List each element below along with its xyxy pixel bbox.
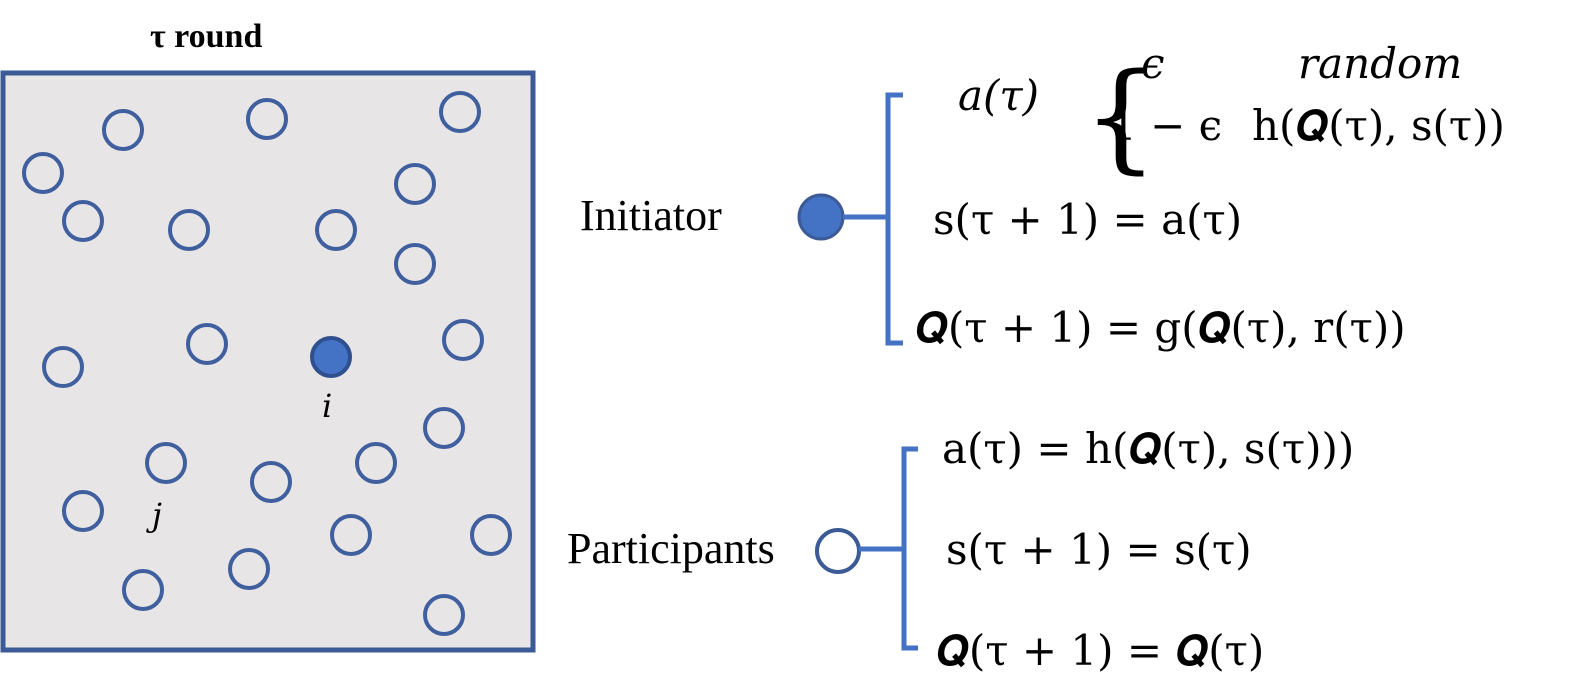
initiator-state-update: s(τ + 1) = a(τ)	[933, 195, 1242, 244]
participant-node	[394, 163, 436, 205]
participant-node	[186, 323, 228, 365]
participant-node	[246, 98, 288, 140]
participant-node	[145, 442, 187, 484]
participant-node	[250, 461, 292, 503]
initiator-legend-icon	[797, 193, 845, 241]
round-caption: τ round	[150, 18, 262, 55]
participant-node	[330, 514, 372, 556]
round-field	[0, 70, 536, 653]
participant-node	[122, 569, 164, 611]
participant-node	[439, 91, 481, 133]
initiator-bracket	[843, 92, 903, 346]
node-field	[22, 91, 512, 636]
participants-action: a(τ) = h(𝑸(τ), s(τ)))	[942, 424, 1354, 473]
participant-node	[102, 109, 144, 151]
participant-node	[168, 209, 210, 251]
participant-legend-icon	[815, 528, 861, 574]
participant-node	[42, 346, 84, 388]
case1-value: random	[1298, 39, 1462, 88]
participant-node	[355, 442, 397, 484]
case1-probability: ϵ	[1141, 39, 1165, 88]
participants-state-update: s(τ + 1) = s(τ)	[946, 525, 1252, 574]
participant-node	[442, 319, 484, 361]
case2-value: h(𝑸(τ), s(τ))	[1252, 101, 1505, 150]
initiator-node	[310, 336, 352, 378]
initiator-action-lhs: a(τ)	[958, 71, 1039, 120]
participants-q-update: 𝑸(τ + 1) = 𝑸(τ)	[936, 626, 1264, 675]
participant-node	[394, 243, 436, 285]
participant-node	[423, 407, 465, 449]
case2-probability: 1 − ϵ	[1110, 101, 1222, 150]
participant-node	[423, 594, 465, 636]
participants-bracket	[859, 446, 918, 651]
participant-node	[62, 200, 104, 242]
participant-node	[22, 152, 64, 194]
participant-node	[228, 548, 270, 590]
participants-label: Participants	[567, 524, 775, 573]
initiator-q-update: 𝑸(τ + 1) = g(𝑸(τ), r(τ))	[915, 303, 1406, 352]
participant-node	[315, 209, 357, 251]
initiator-label: Initiator	[580, 191, 722, 240]
participant-node	[470, 514, 512, 556]
case-brace: {	[1083, 47, 1158, 185]
participant-node	[62, 490, 104, 532]
initiator-node-label: i	[322, 387, 332, 425]
